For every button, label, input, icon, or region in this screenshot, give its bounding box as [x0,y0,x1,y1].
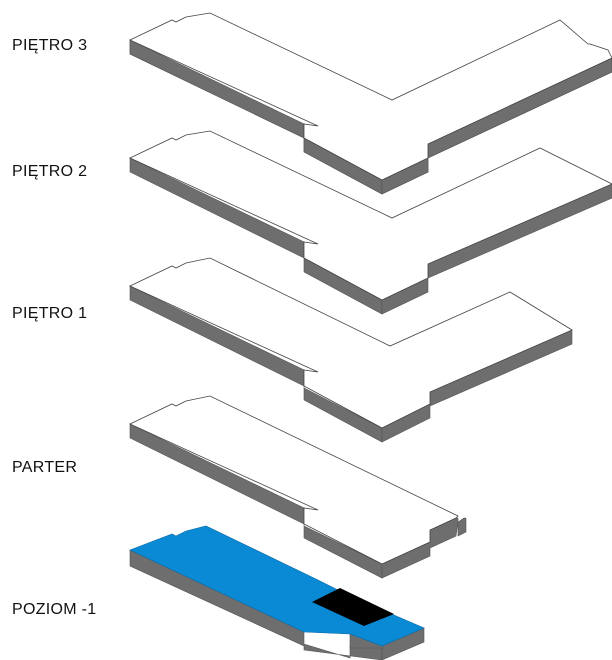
floor-slab-parter[interactable] [129,395,467,579]
floor-label-poziom-1[interactable]: POZIOM -1 [12,601,97,618]
slab-top [129,395,459,565]
floor-slab-pietro-2[interactable] [129,130,612,315]
slab-top [129,257,573,429]
slab-top [129,12,612,181]
floor-label-pietro-1[interactable]: PIĘTRO 1 [12,305,88,322]
floor-label-parter[interactable]: PARTER [12,459,78,476]
slab-top [129,130,612,301]
floor-label-pietro-2[interactable]: PIĘTRO 2 [12,163,88,180]
highlighted-area[interactable] [312,588,394,626]
floor-slab-pietro-1[interactable] [129,257,573,443]
floor-slab-pietro-3[interactable] [129,12,612,195]
floor-slab-poziom-1[interactable] [129,525,425,660]
floor-label-pietro-3[interactable]: PIĘTRO 3 [12,37,88,54]
